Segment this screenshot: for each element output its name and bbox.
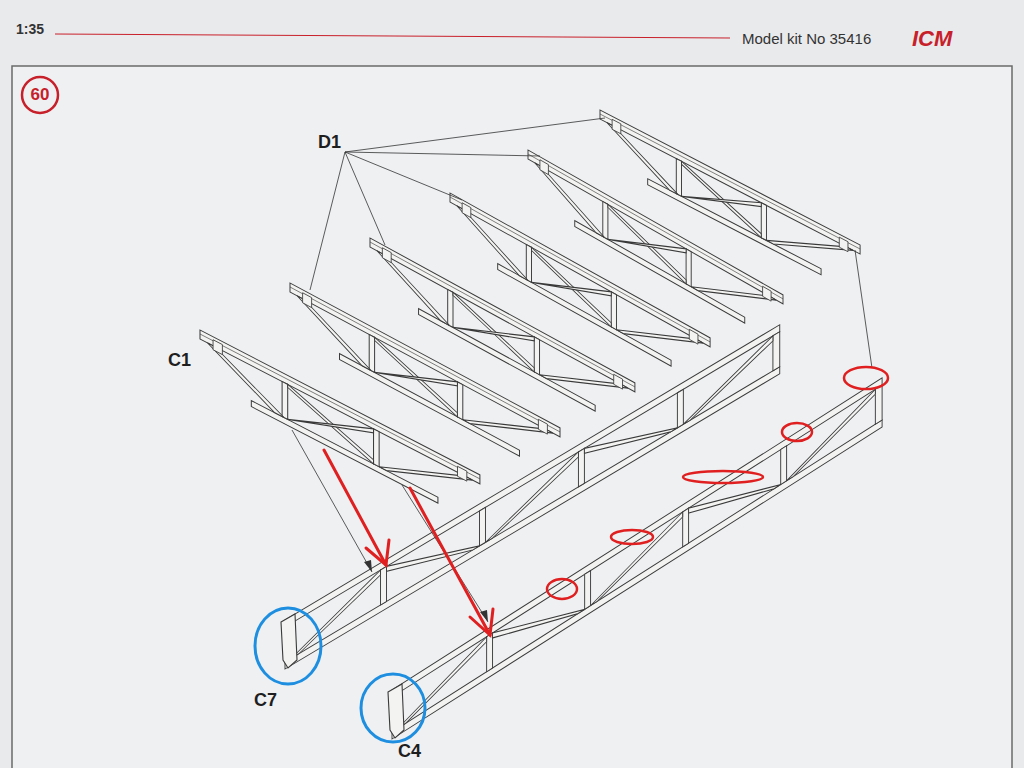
part-number: C1 (168, 351, 191, 371)
kit-number: Model kit No 35416 (742, 31, 871, 48)
scale-label: 1:35 (16, 22, 44, 37)
brand-logo: ICM (912, 27, 952, 51)
part-number: C4 (398, 742, 421, 762)
part-number: D1 (318, 133, 341, 153)
part-number: C7 (254, 691, 277, 711)
step-number: 60 (22, 77, 58, 113)
step-number-text: 60 (31, 85, 50, 105)
